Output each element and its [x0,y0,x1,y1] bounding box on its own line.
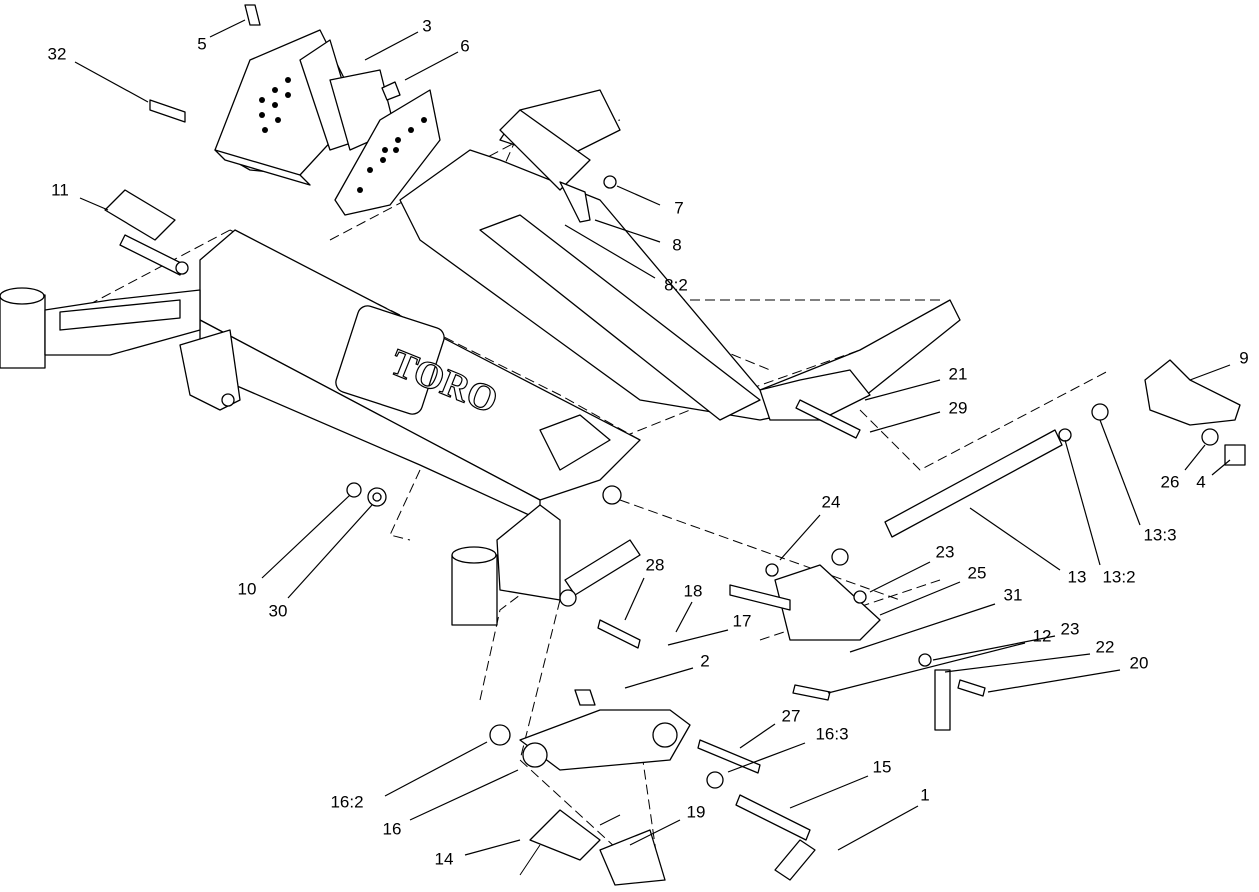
callout-17: 17 [733,611,752,630]
callout-30: 30 [269,601,288,620]
part-16-linkage [519,709,691,771]
callout-31: 31 [1004,585,1023,604]
main-frame: TORO [179,89,961,521]
callout-18: 18 [684,581,703,600]
callout-24: 24 [822,492,841,511]
callout-29: 29 [949,398,968,417]
lower-right-hardware [729,548,986,731]
callout-13-2: 13:2 [1102,567,1135,586]
callout-13-3: 13:3 [1143,525,1176,544]
part-11-pivot-bracket [104,189,189,276]
bracket-holes [259,77,427,193]
callout-1: 1 [920,785,929,804]
callout-4: 4 [1196,472,1205,491]
callout-16: 16 [383,819,402,838]
callouts: 5 3 6 32 7 8 8:2 11 9 21 29 26 4 13:3 13… [48,16,1249,868]
part-9-arm [1144,359,1241,426]
part-25-bracket [774,564,881,641]
part-14-spring [529,809,601,861]
callout-23-b: 23 [1061,619,1080,638]
callout-16-2: 16:2 [330,792,363,811]
callout-19: 19 [687,802,706,821]
callout-32: 32 [48,44,67,63]
small-parts [346,175,617,507]
part-27-pin [697,739,761,774]
right-arm-assembly [759,359,1246,538]
pedal-bracket-assembly [149,4,441,216]
callout-3: 3 [422,16,431,35]
callout-12: 12 [1033,626,1052,645]
callout-14: 14 [435,849,454,868]
callout-8: 8 [672,235,681,254]
lower-linkage [489,485,816,886]
callout-13: 13 [1068,567,1087,586]
callout-22: 22 [1096,637,1115,656]
callout-9: 9 [1239,348,1248,367]
caster-pivot-left [0,287,201,369]
callout-26: 26 [1161,472,1180,491]
callout-11: 11 [51,180,69,199]
caster-pivot-lower [451,504,561,626]
callout-20: 20 [1130,653,1149,672]
shaft-13 [884,429,1063,538]
callout-27: 27 [782,706,801,725]
callout-23: 23 [936,542,955,561]
part-28-pin [597,619,641,649]
callout-6: 6 [460,36,469,55]
callout-5: 5 [197,34,206,53]
callout-2: 2 [700,651,709,670]
callout-28: 28 [646,555,665,574]
callout-16-3: 16:3 [815,724,848,743]
callout-25: 25 [968,563,987,582]
part-15-pin [735,794,811,841]
callout-15: 15 [873,757,892,776]
toro-logo-plate [335,305,445,415]
part-12-chain [934,669,951,731]
callout-21: 21 [949,364,968,383]
callout-8-2: 8:2 [664,275,688,294]
callout-10: 10 [238,579,257,598]
part-19-bushing [599,829,666,886]
callout-7: 7 [674,198,683,217]
